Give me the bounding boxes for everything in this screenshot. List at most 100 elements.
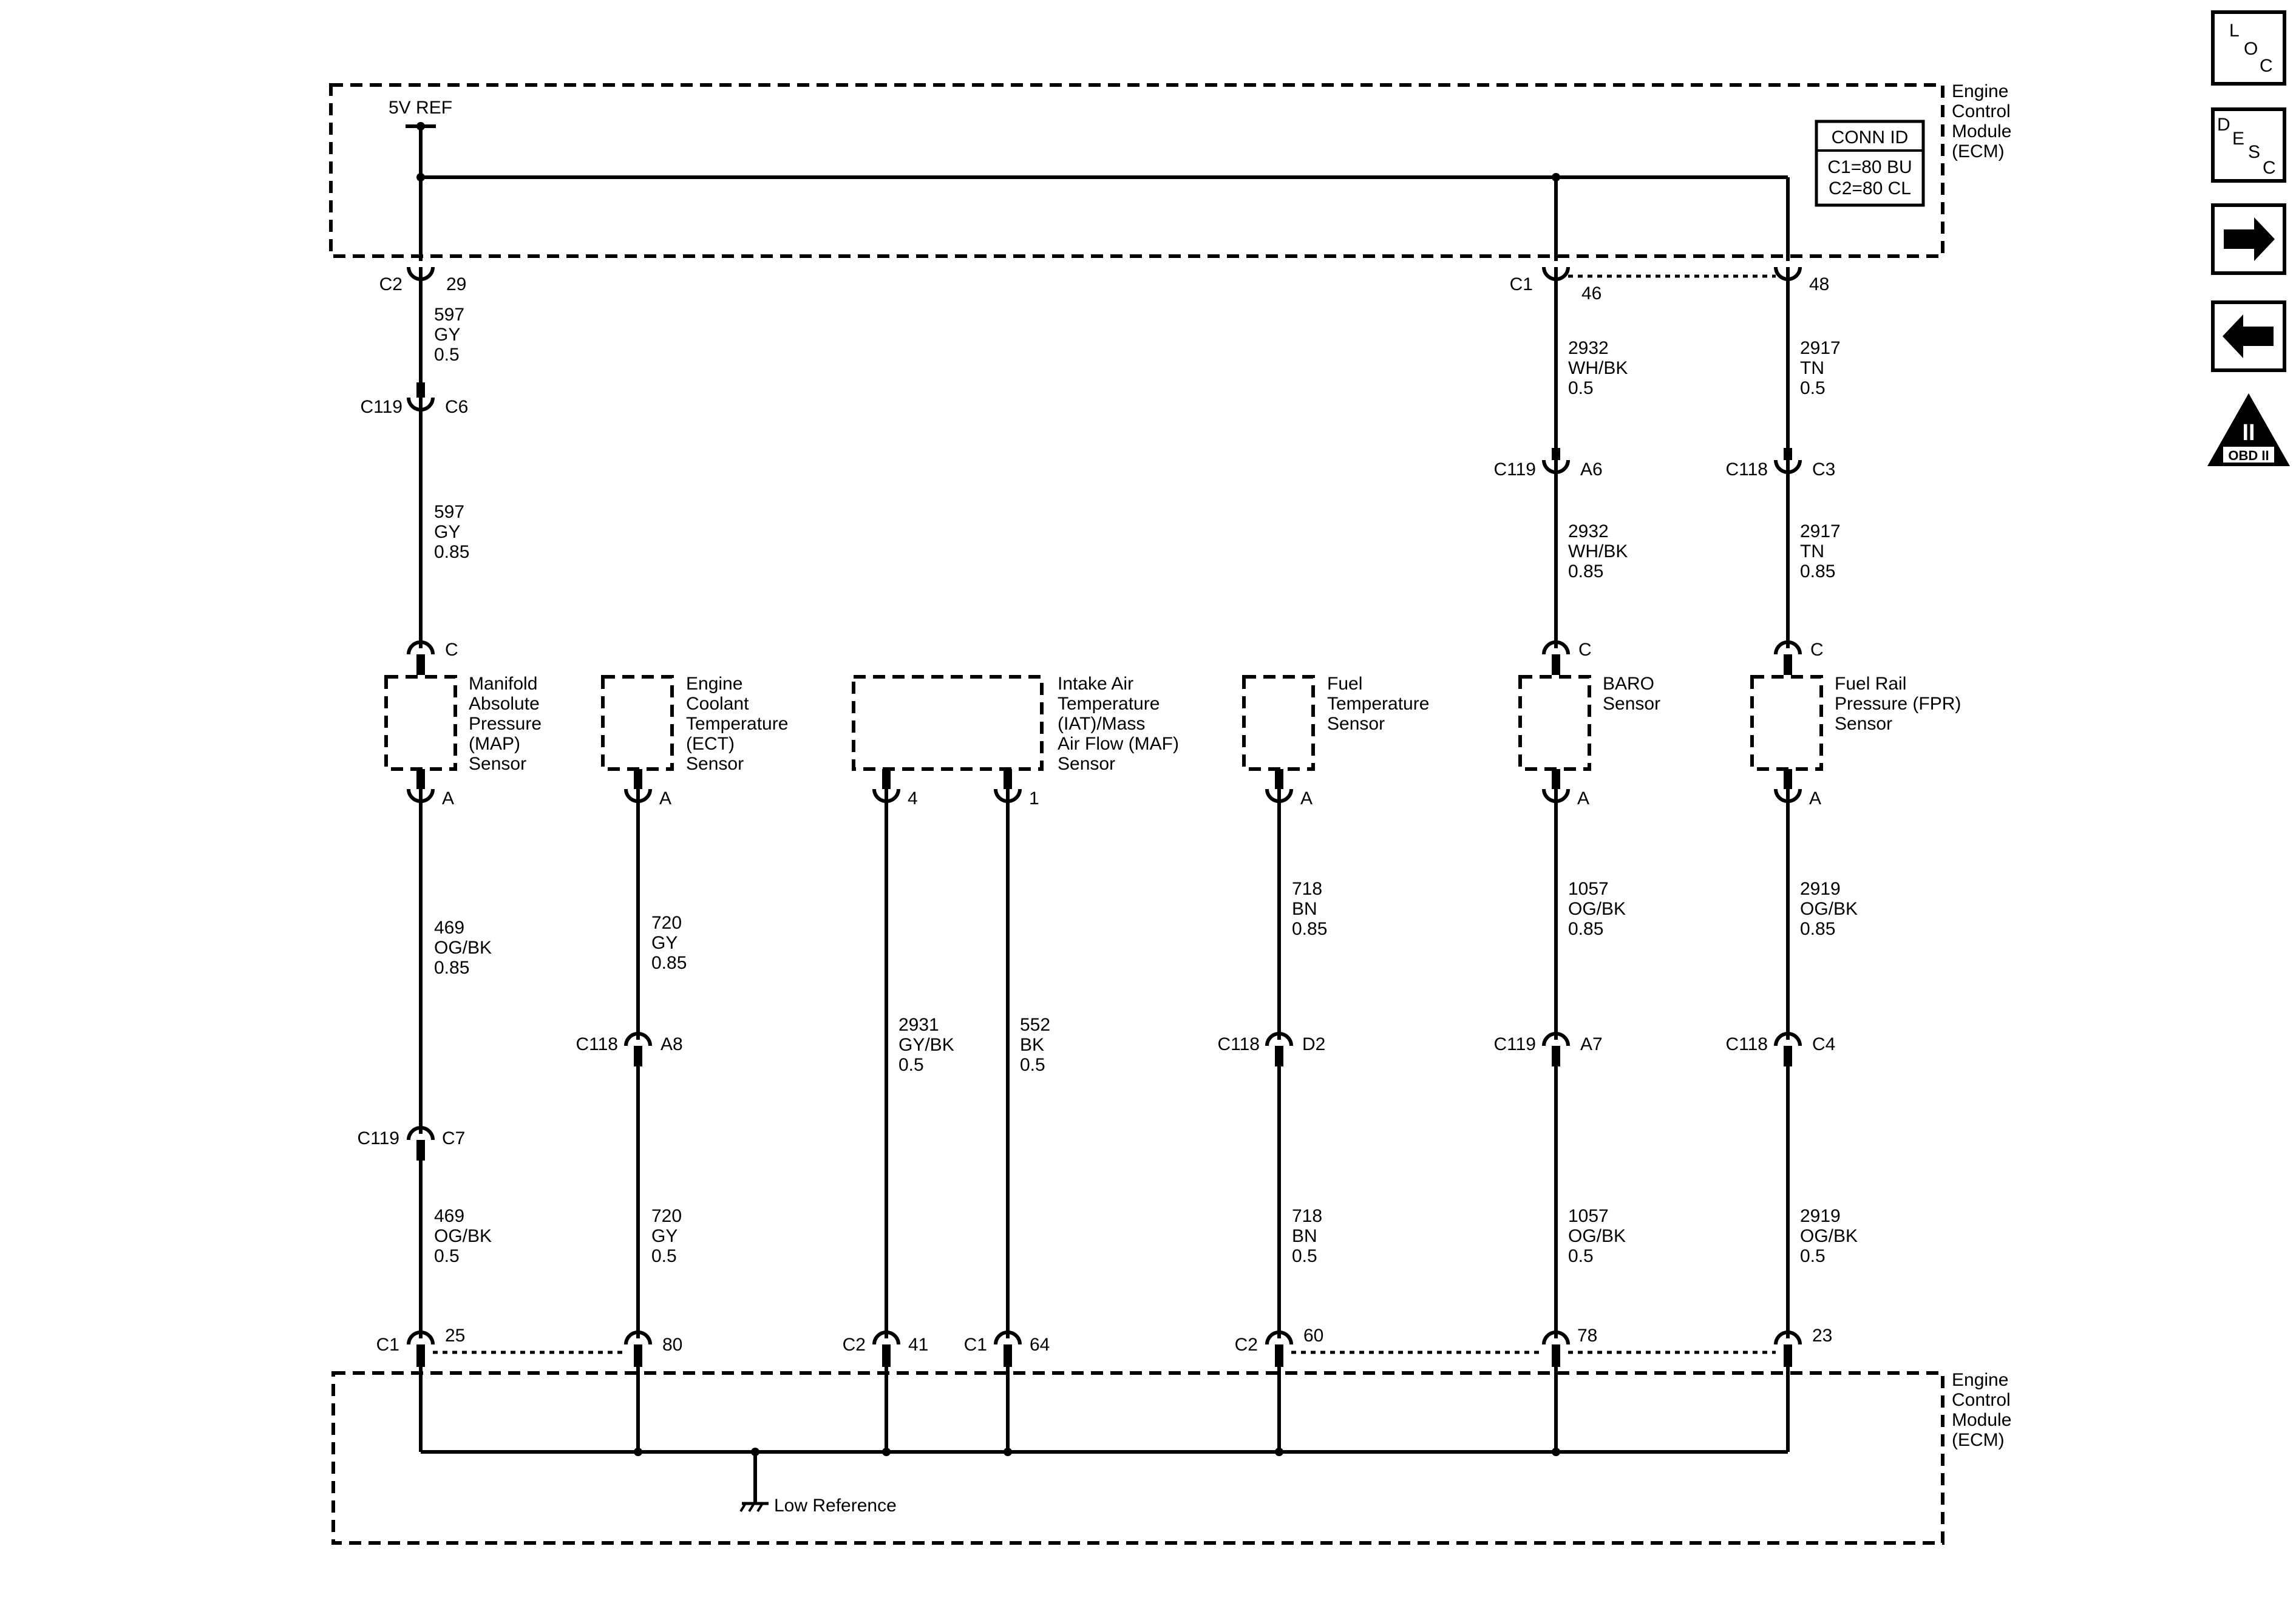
map-inline-conn: C119	[361, 397, 403, 417]
map-low-wire-a-2: OG/BK	[434, 938, 492, 958]
fpr-sensor-label-1: Fuel Rail	[1835, 674, 1906, 694]
map-top-conn: C2	[379, 274, 402, 294]
baro-inline-conn: C119	[1494, 459, 1537, 480]
ecm-bottom-label-4: (ECM)	[1952, 1430, 2005, 1450]
conn-id-box: CONN ID C1=80 BU C2=80 CL	[1815, 120, 1925, 207]
obd-ii-button[interactable]: II OBD II	[2207, 393, 2290, 466]
map-low-inline-conn: C119	[358, 1128, 400, 1148]
maf-ecm-conn: C1	[964, 1335, 987, 1355]
fpr-inline-conn: C118	[1726, 459, 1768, 480]
map-low-inline-pin: C7	[442, 1128, 465, 1148]
fuel-ecm-pin: 60	[1303, 1326, 1323, 1346]
ecm-top-label-4: (ECM)	[1952, 141, 2005, 161]
obd-mark: II	[2242, 420, 2255, 446]
baro-ref-wire-a-1: 2932	[1568, 338, 1609, 358]
maf-low-wire-1: 552	[1020, 1015, 1050, 1035]
ecm-bottom-module: Engine Control Module (ECM) Low Referenc…	[331, 1367, 2011, 1545]
fuel-temp-circuit: Fuel Temperature Sensor A 718 BN 0.85 C1…	[1218, 674, 1429, 1338]
map-sensor: Manifold Absolute Pressure (MAP) Sensor	[384, 674, 542, 774]
connector-icon	[1774, 640, 1802, 655]
ecm-bottom-connectors: C1 25 80 C2 41 C1 64 C2 60 78 23	[376, 1326, 1832, 1367]
map-ref-wire-a-2: GY	[434, 325, 460, 345]
baro-low-wire-b-3: 0.5	[1568, 1246, 1594, 1266]
loc-letter-c: C	[2260, 56, 2273, 76]
ecm-top-module: Engine Control Module (ECM) 5V REF CONN …	[329, 81, 2011, 261]
connector-icon	[1542, 640, 1570, 655]
map-sensor-label-4: (MAP)	[469, 734, 520, 754]
connector-icon	[994, 1331, 1022, 1345]
iat-low-wire-2: GY/BK	[898, 1035, 954, 1055]
baro-ecm-pin: 78	[1577, 1326, 1597, 1346]
map-ref-wire-b-1: 597	[434, 502, 464, 522]
ground-icon	[739, 1502, 769, 1513]
fpr-low-wire-a-3: 0.85	[1800, 919, 1835, 939]
map-low-wire-a-3: 0.85	[434, 958, 469, 978]
connector-icon	[1774, 1032, 1802, 1046]
connector-icon	[624, 1032, 652, 1046]
map-ref-wire-a-1: 597	[434, 305, 464, 325]
fuel-ecm-conn: C2	[1235, 1335, 1258, 1355]
forward-button[interactable]	[2211, 203, 2286, 275]
baro-low-wire-a-1: 1057	[1568, 879, 1609, 899]
fuel-low-wire-a-3: 0.85	[1292, 919, 1327, 939]
baro-low-wire-b-2: OG/BK	[1568, 1226, 1626, 1246]
fuel-temp-sensor: Fuel Temperature Sensor	[1242, 674, 1429, 771]
fuel-low-wire-a-1: 718	[1292, 879, 1322, 899]
ect-low-wire-b-2: GY	[651, 1226, 678, 1246]
ect-sensor-label-2: Coolant	[686, 694, 749, 714]
desc-button[interactable]: D E S C	[2211, 107, 2286, 183]
iat-sensor-label-5: Sensor	[1058, 754, 1115, 774]
loc-button[interactable]: L O C	[2211, 10, 2286, 86]
baro-top-conn: C1	[1510, 274, 1533, 294]
baro-ref-wire-b-3: 0.85	[1568, 561, 1603, 581]
ect-circuit: Engine Coolant Temperature (ECT) Sensor …	[576, 674, 788, 1338]
connector-icon	[1542, 1331, 1570, 1345]
fpr-low-wire-a-1: 2919	[1800, 879, 1841, 899]
ect-low-wire-a-1: 720	[651, 913, 682, 933]
ect-sensor-label-3: Temperature	[686, 714, 788, 734]
baro-low-inline-pin: A7	[1580, 1034, 1603, 1054]
ecm-bottom-label-3: Module	[1952, 1410, 2011, 1430]
fuel-bottom-pin: A	[1300, 788, 1313, 808]
ecm-top-label-3: Module	[1952, 121, 2011, 141]
baro-ref-wire-b-1: 2932	[1568, 521, 1609, 541]
maf-pin-1: 1	[1029, 788, 1039, 808]
ect-low-wire-b-1: 720	[651, 1206, 682, 1226]
fpr-low-wire-b-1: 2919	[1800, 1206, 1841, 1226]
loc-letter-l: L	[2229, 21, 2240, 41]
ect-inline-pin: A8	[661, 1034, 683, 1054]
map-top-pin-c: C	[445, 640, 458, 660]
ect-sensor-label-4: (ECT)	[686, 734, 735, 754]
back-button[interactable]	[2211, 300, 2286, 372]
connector-icon	[407, 1126, 435, 1141]
fuel-low-wire-b-1: 718	[1292, 1206, 1322, 1226]
iat-maf-sensor: Intake Air Temperature (IAT)/Mass Air Fl…	[852, 674, 1179, 774]
ecm-bottom-label-1: Engine	[1952, 1370, 2008, 1390]
desc-letter-s: S	[2248, 142, 2260, 162]
fpr-ref-wire-b-3: 0.85	[1800, 561, 1835, 581]
fpr-low-wire-b-2: OG/BK	[1800, 1226, 1858, 1246]
iat-sensor-label-2: Temperature	[1058, 694, 1160, 714]
map-bottom-pin: A	[442, 788, 454, 808]
obd-label: OBD II	[2228, 448, 2269, 463]
fpr-sensor: Fuel Rail Pressure (FPR) Sensor	[1750, 674, 1961, 771]
map-low-wire-b-3: 0.5	[434, 1246, 460, 1266]
map-inline-pin: C6	[445, 397, 468, 417]
ect-sensor: Engine Coolant Temperature (ECT) Sensor	[601, 674, 788, 774]
iat-low-wire-1: 2931	[898, 1015, 939, 1035]
map-ref-wire-b-2: GY	[434, 522, 460, 542]
iat-sensor-label-4: Air Flow (MAF)	[1058, 734, 1179, 754]
fuel-low-wire-b-3: 0.5	[1292, 1246, 1317, 1266]
iat-sensor-label-3: (IAT)/Mass	[1058, 714, 1145, 734]
map-ref-wire-b-3: 0.85	[434, 542, 469, 562]
connector-icon	[624, 1331, 652, 1345]
ect-sensor-label-5: Sensor	[686, 754, 744, 774]
fpr-ref-wire-a-2: TN	[1800, 358, 1824, 378]
desc-letter-c: C	[2263, 158, 2276, 178]
conn-id-title: CONN ID	[1832, 127, 1909, 147]
ect-inline-conn: C118	[576, 1034, 619, 1054]
arrow-right-icon	[2224, 217, 2275, 261]
maf-ecm-pin: 64	[1030, 1335, 1050, 1355]
ect-low-wire-a-3: 0.85	[651, 953, 687, 973]
